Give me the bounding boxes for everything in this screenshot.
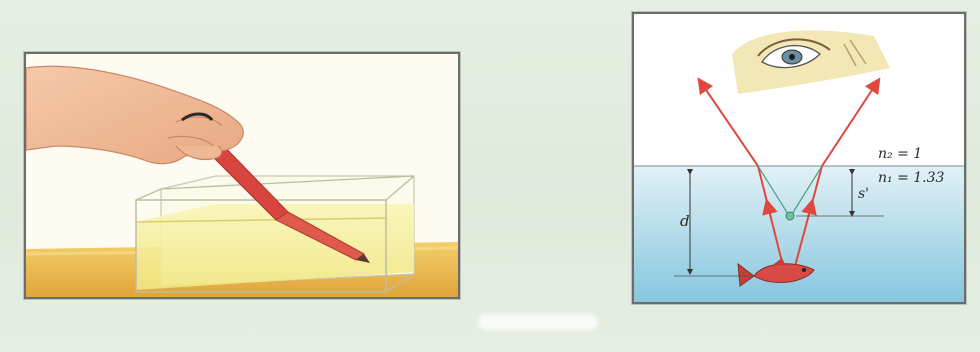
print-smudge	[478, 314, 598, 330]
label-d: d	[680, 212, 690, 230]
pencil-in-water-photo	[24, 52, 460, 299]
water-region	[634, 166, 964, 302]
label-n1: n₁ = 1.33	[878, 170, 945, 186]
virtual-image-point	[786, 212, 794, 220]
apparent-depth-diagram: d s' n₂ = 1 n₁ = 1.33	[632, 12, 966, 304]
label-n2: n₂ = 1	[878, 146, 922, 162]
ray-diagram: d s' n₂ = 1 n₁ = 1.33	[634, 14, 964, 302]
label-s-prime: s'	[858, 186, 869, 202]
pencil-tank-illustration	[26, 54, 458, 297]
